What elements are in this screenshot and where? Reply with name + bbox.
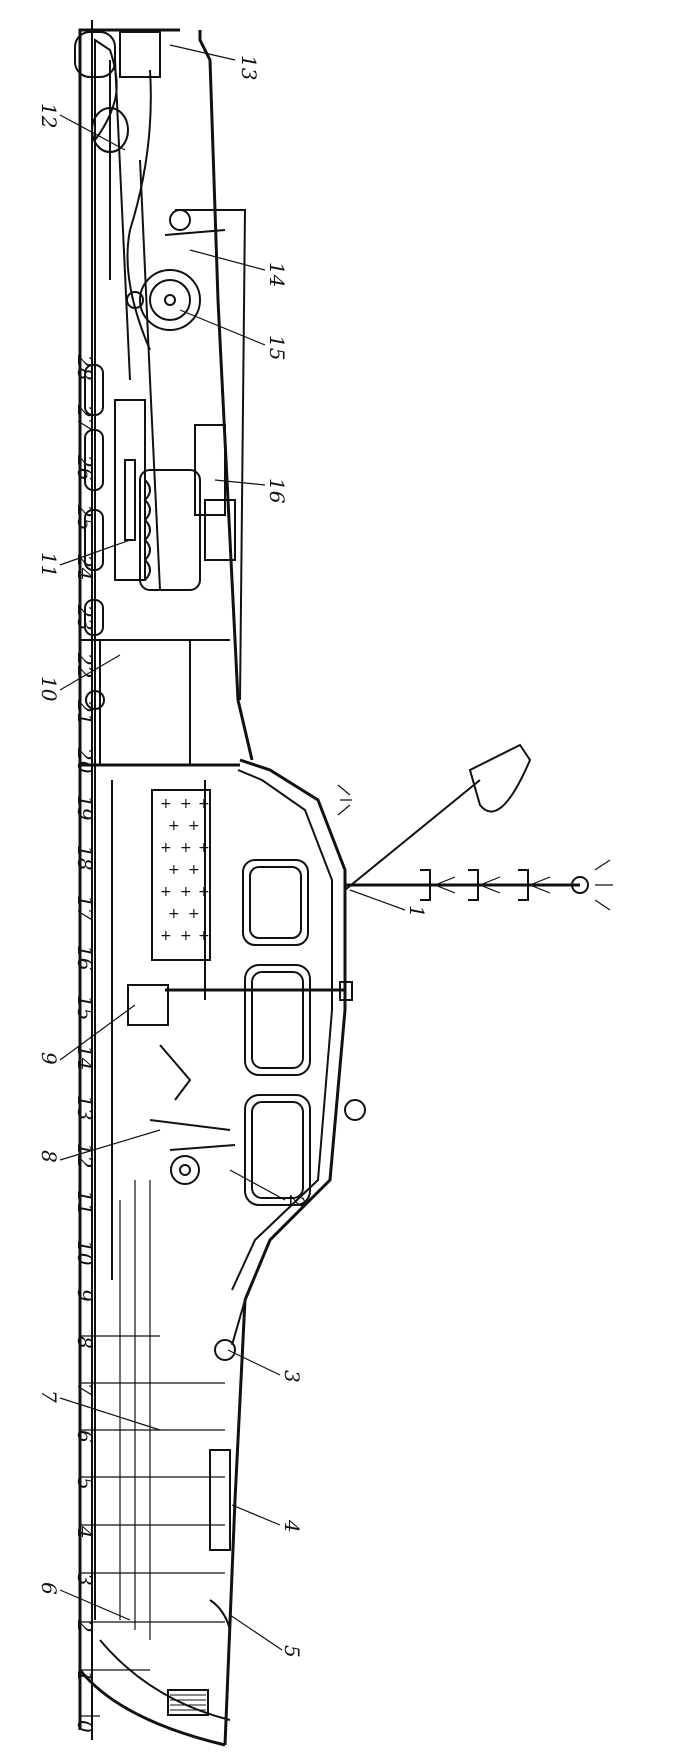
callouts: 1 2 3 4 5 6 7 8 9 10 11 12 13 (37, 44, 429, 1658)
frame-number: 21 (73, 699, 97, 725)
frame-number: 5 (73, 1477, 97, 1490)
svg-text:+: + (160, 840, 172, 856)
svg-text:+: + (180, 796, 192, 812)
frame-number: 10 (73, 1240, 97, 1266)
frame-number: 4 (73, 1525, 97, 1539)
frame-number: 6 (73, 1430, 97, 1443)
frame-number: 9 (73, 1289, 97, 1302)
callout-label: 7 (37, 1390, 61, 1403)
frame-number: 3 (73, 1573, 97, 1586)
frame-scale: 0 1 2 3 4 5 6 7 8 9 10 11 12 13 14 15 16… (73, 20, 97, 1740)
svg-text:+: + (180, 928, 192, 944)
bow-details (167, 1339, 236, 1716)
callout-label: 12 (37, 103, 61, 128)
frame-number: 13 (73, 1095, 97, 1120)
cabin (111, 758, 347, 1346)
svg-text:+: + (188, 818, 200, 834)
callout-label: 11 (37, 552, 61, 577)
frame-number: 19 (73, 795, 97, 821)
svg-text:+: + (188, 906, 200, 922)
frame-number: 11 (73, 1190, 97, 1215)
svg-text:+: + (198, 840, 210, 856)
callout-label: 2 (285, 1194, 309, 1208)
callout-label: 10 (37, 676, 61, 702)
frame-number: 28 (73, 354, 97, 380)
svg-text:+: + (168, 818, 180, 834)
svg-text:+: + (160, 884, 172, 900)
steering-gear (127, 981, 366, 1185)
callout-label: 16 (265, 478, 289, 504)
callout-label: 8 (37, 1150, 61, 1163)
frame-number: 20 (73, 747, 97, 774)
svg-text:+: + (168, 906, 180, 922)
svg-text:+: + (198, 796, 210, 812)
frame-number: 17 (73, 895, 97, 921)
svg-text:+: + (180, 884, 192, 900)
svg-text:+: + (160, 796, 172, 812)
svg-text:+: + (188, 862, 200, 878)
frame-number: 24 (73, 554, 97, 580)
callout-label: 4 (280, 1519, 304, 1533)
frame-number: 18 (73, 845, 97, 870)
svg-text:+: + (180, 840, 192, 856)
svg-text:+: + (198, 928, 210, 944)
mast (337, 743, 613, 911)
frame-number: 25 (73, 504, 97, 530)
callout-label: 3 (280, 1370, 304, 1383)
frame-number: 15 (73, 995, 97, 1020)
callout-label: 14 (265, 262, 289, 287)
frame-number: 8 (73, 1336, 97, 1349)
frame-number: 23 (73, 604, 97, 630)
frame-number: 14 (73, 1045, 97, 1070)
frame-number: 2 (73, 1619, 97, 1633)
svg-text:+: + (168, 862, 180, 878)
callout-label: 5 (280, 1645, 304, 1658)
frame-number: 27 (73, 404, 97, 431)
callout-label: 1 (405, 905, 429, 918)
callout-label: 15 (265, 335, 289, 360)
frame-number: 26 (73, 454, 97, 481)
frame-stations (80, 1335, 225, 1717)
frame-number: 16 (73, 945, 97, 971)
seat-pattern: +++ ++ +++ ++ +++ ++ +++ (160, 796, 210, 944)
frame-number: 12 (73, 1143, 97, 1168)
svg-text:+: + (160, 928, 172, 944)
frame-number: 22 (73, 652, 97, 678)
callout-label: 13 (237, 55, 261, 80)
hull-outline (78, 28, 254, 1747)
frame-number: 0 (73, 1720, 97, 1733)
engine-room (74, 31, 247, 767)
frame-number: 1 (73, 1670, 97, 1683)
callout-label: 9 (37, 1052, 61, 1065)
svg-text:+: + (198, 884, 210, 900)
callout-label: 6 (37, 1582, 61, 1595)
frame-number: 7 (73, 1383, 97, 1396)
